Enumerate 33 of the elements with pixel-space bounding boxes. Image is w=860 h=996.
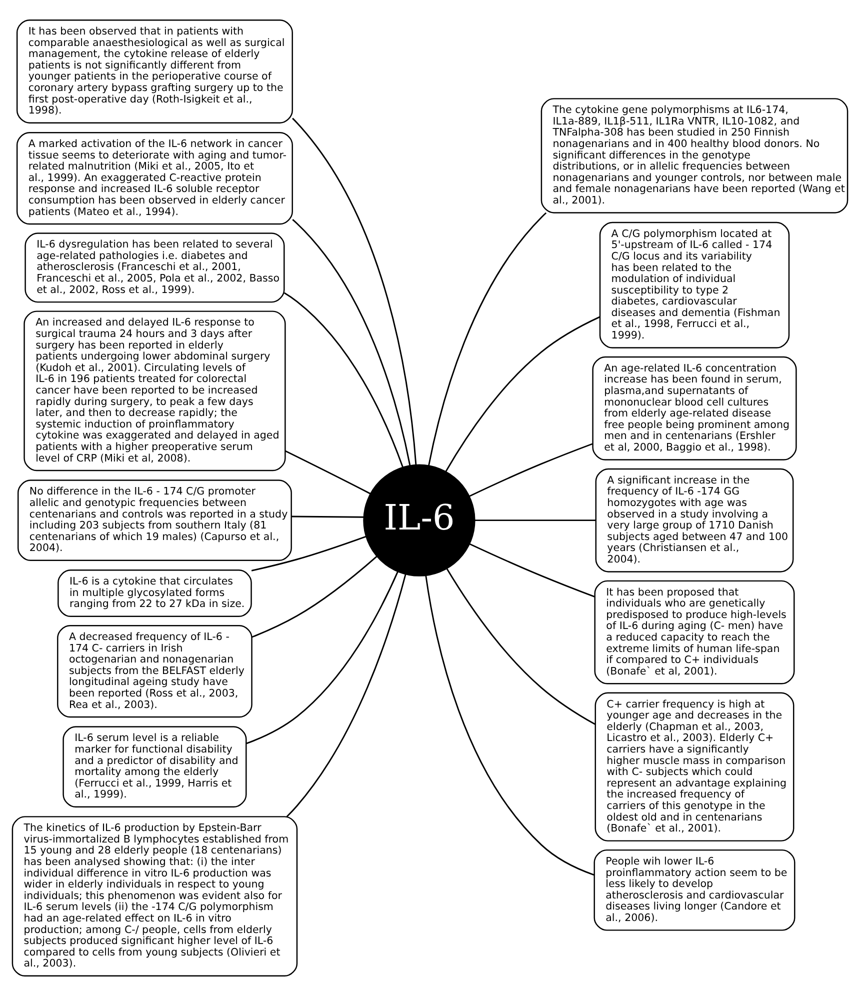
node-box: IL-6 dysregulation has been related to several age-related pathologies i.e. diabetes and atherosclerosis (Franceschi et al., 2001, Franceschi et al., 2005, Pola et al., 2002, Basso et al., 2002, Ross et al., 1999). xyxy=(24,232,285,303)
node-box: A decreased frequency of IL-6 - 174 C- carriers in Irish octogenarian and nonagenarian subjects from the BELFAST elderly longitudinal ageing study have been reported (Ross et al., 2003, Rea et al., 2003). xyxy=(57,625,252,718)
node-box: IL-6 is a cytokine that circulates in multiple glycosylated forms ranging from 22 to 27 kDa in size. xyxy=(58,570,252,617)
node-box: An increased and delayed IL-6 response to surgical trauma 24 hours and 3 days after surgery has been reported in elderly patients undergoing lower abdominal surgery (Kudoh et al., 2001). Circulating levels of IL-6 in 196 patients treated for colorectal cancer have been reported to be increased rapidly during surgery, to peak a few days later, and then to decrease rapidly; the systemic induction of proinflammatory cytokine was exaggerated and delayed in aged patients with a higher preoperative serum level of CRP (Miki et al, 2008). xyxy=(24,310,286,472)
node-box: A significant increase in the frequency of IL-6 -174 GG homozygotes with age was observed in a study involving a very large group of 1710 Danish subjects aged between 47 and 100 years (Christiansen et al., 2004). xyxy=(595,468,794,572)
connector xyxy=(286,574,406,818)
connector xyxy=(445,316,600,472)
connector xyxy=(252,556,378,638)
node-box: It has been proposed that individuals who are genetically predisposed to produce high-levels of IL-6 during aging (C- men) have a reduced capacity to reach the extreme limits of human life-span if compared to C+ individuals (Bonafe` et al, 2001). xyxy=(594,580,795,684)
node-box: People wih lower IL-6 proinflammatory action seem to be less likely to develop atherosclerosis and cardiovascular diseases living longer (Candore et al., 2006). xyxy=(594,849,796,931)
node-box: An age-related IL-6 concentration increase has been found in serum, plasma,and supernatants of mononuclear blood cell cultures from elderly age-related disease free people being prominent among men and in centenarians (Ershler et al, 2000, Baggio et al., 1998). xyxy=(592,356,797,460)
connector xyxy=(425,576,594,876)
connector xyxy=(292,516,364,518)
connector xyxy=(292,118,417,465)
node-box: IL-6 serum level is a reliable marker for functional disability and a predictor of disability and mortality among the elderly (Ferrucci et al., 1999, Harris et al., 1999). xyxy=(62,726,247,808)
connector xyxy=(284,292,404,468)
node-box: A C/G polymorphism located at 5'-upstream of IL-6 called - 174 C/G locus and its variability has been related to the modulation of individual susceptibility to type 2 diabetes, cardiovascular diseases and dementia (Fishman et al., 1998, Ferrucci et al., 1999). xyxy=(599,222,790,348)
node-box: C+ carrier frequency is high at younger age and decreases in the elderly (Chapman et al., 2003, Licastro et al., 2003). Elderly C+ carriers have a significantly higher muscle mass in comparison with C- subjects which could represent an advantage explaining the increased frequency of carriers of this genotype in the oldest old and in centenarians (Bonafe` et al., 2001). xyxy=(594,692,794,842)
connector xyxy=(292,219,411,466)
node-box: The cytokine gene polymorphisms at IL6-174, IL1a-889, IL1β-511, IL1Ra VNTR, IL10-1082, and TNFalpha-308 has been studied in 250 Finnish nonagenarians and in 400 healthy blood donors. No significant differences in the genotype distributions, or in allelic frequencies between nonagenarians and younger controls, nor between male and female nonagenarians have been reported (Wang et al., 2001). xyxy=(540,98,848,214)
connector xyxy=(469,443,593,497)
connector xyxy=(285,450,371,494)
node-circle: IL-6 xyxy=(363,464,476,576)
connector xyxy=(446,568,596,725)
node-box: A marked activation of the IL-6 network in cancer tissue seems to deteriorate with aging and tumor-related malnutrition (Miki et al., 2005, Ito et al., 1999). An exaggerated C-reactive protein response and increased IL-6 soluble receptor consumption has been observed in elderly cancer patients (Mateo et al., 1994). xyxy=(16,132,293,225)
connector xyxy=(469,543,595,598)
node-box: No difference in the IL-6 - 174 C/G promoter allelic and genotypic frequencies between centenarians and controls was reported in a study including 203 subjects from southern Italy (81 centenarians of which 19 males) (Capurso et al., 2004). xyxy=(17,480,292,562)
connector xyxy=(428,212,547,466)
node-box: The kinetics of IL-6 production by Epstein-Barr virus-immortalized B lymphocytes established from 15 young and 28 elderly people (18 centenarians) has been analysed showing that: (i) the inter individual difference in vitro IL-6 production was wider in elderly individuals in respect to young individuals; this phenomenon was evident also for IL-6 serum levels (ii) the -174 C/G polymorphism had an age-related effect on IL-6 in vitro production; among C-/ people, cells from elderly subjects produced significant higher level of IL-6 compared to cells from young subjects (Olivieri et al., 2003). xyxy=(12,816,298,976)
connector xyxy=(246,571,398,744)
connector xyxy=(251,536,366,572)
connector xyxy=(474,520,596,522)
node-box: It has been observed that in patients with comparable anaesthesiological as well as surgical management, the cytokine release of elderly patients is not significantly different from younger patients in the perioperative course of coronary artery bypass grafting surgery up to the first post-operative day (Roth-Isigkeit et al., 1998). xyxy=(16,20,293,124)
